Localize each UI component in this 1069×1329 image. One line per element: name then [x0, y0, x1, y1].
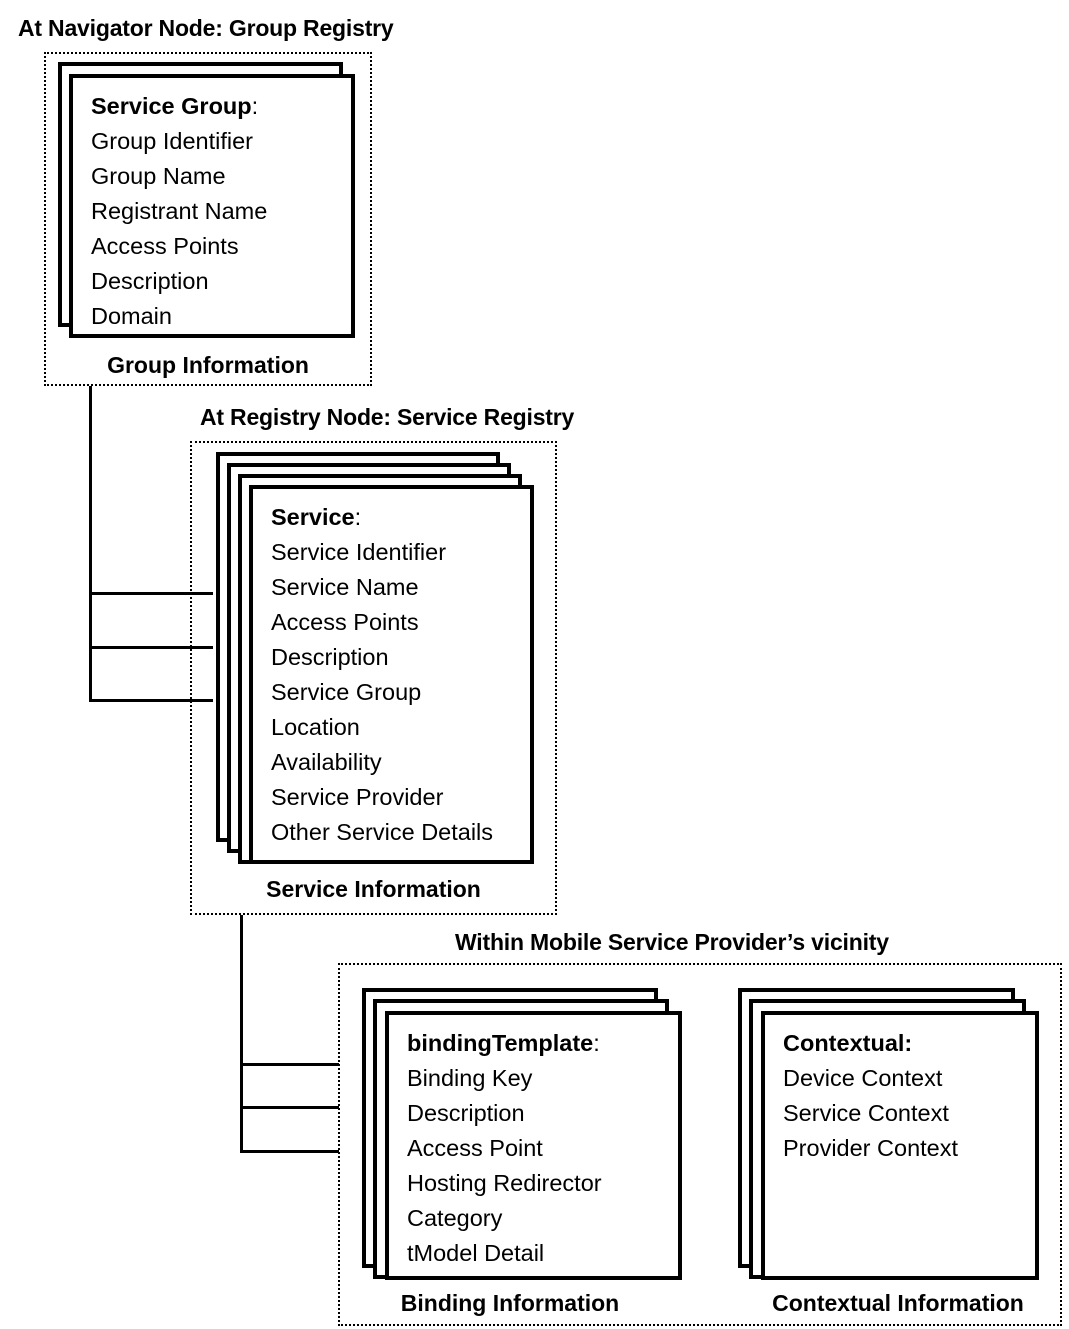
card-heading: Service:: [271, 500, 524, 535]
card-stack-contextual: Contextual: Device Context Service Conte…: [738, 988, 1058, 1280]
caption-service-information: Service Information: [266, 876, 481, 902]
card-heading: Service Group:: [91, 89, 345, 124]
card-field: Description: [271, 644, 389, 670]
card-field: Access Point: [407, 1135, 543, 1161]
connector-hline-group-service-2: [89, 646, 213, 649]
card-heading-colon: :: [593, 1030, 600, 1056]
card-front-binding-template[interactable]: bindingTemplate: Binding Key Description…: [385, 1011, 682, 1280]
caption-binding-information: Binding Information: [400, 1290, 620, 1316]
card-heading-text: Service Group: [91, 93, 252, 119]
card-front-service-group[interactable]: Service Group: Group Identifier Group Na…: [69, 74, 355, 338]
region-service-registry: [190, 441, 557, 915]
card-field: Description: [407, 1100, 525, 1126]
card-stack-binding-template: bindingTemplate: Binding Key Description…: [362, 988, 702, 1280]
card-field: Category: [407, 1205, 503, 1231]
card-field: Location: [271, 714, 360, 740]
card-field-list: Contextual: Device Context Service Conte…: [783, 1026, 1029, 1166]
card-heading-text: Service: [271, 504, 355, 530]
caption-group-information: Group Information: [107, 352, 309, 378]
card-field: Service Provider: [271, 784, 444, 810]
connector-hline-group-service-1: [89, 592, 213, 595]
card-field: Description: [91, 268, 209, 294]
card-field: Other Service Details: [271, 819, 494, 845]
region-mobile-provider: [338, 963, 1062, 1326]
section-title-navigator-node: At Navigator Node: Group Registry: [18, 15, 394, 41]
card-field: Availability: [271, 749, 382, 775]
card-field: Access Points: [91, 233, 239, 259]
card-heading-colon: :: [251, 93, 259, 119]
card-field: Provider Context: [783, 1135, 959, 1161]
card-heading-text: bindingTemplate: [407, 1030, 594, 1056]
card-field: Service Identifier: [271, 539, 447, 565]
section-title-registry-node: At Registry Node: Service Registry: [200, 404, 575, 430]
card-field: Registrant Name: [91, 198, 268, 224]
connector-hline-service-binding-3: [240, 1150, 339, 1153]
connector-vline-group-to-service: [89, 386, 92, 702]
card-field: Binding Key: [407, 1065, 533, 1091]
card-field: Group Name: [91, 163, 226, 189]
card-stack-service-group: Service Group: Group Identifier Group Na…: [58, 62, 358, 340]
connector-vline-service-to-binding: [240, 915, 243, 1153]
card-field-list: bindingTemplate: Binding Key Description…: [407, 1026, 672, 1271]
card-field: Access Points: [271, 609, 419, 635]
connector-hline-service-binding-2: [240, 1106, 339, 1109]
card-stack-service: Service: Service Identifier Service Name…: [216, 452, 546, 864]
card-field: Hosting Redirector: [407, 1170, 602, 1196]
card-field: Service Name: [271, 574, 419, 600]
region-group-registry: [44, 52, 372, 386]
card-field: tModel Detail: [407, 1240, 545, 1266]
connector-hline-service-binding-1: [240, 1063, 339, 1066]
card-field: Service Group: [271, 679, 422, 705]
card-heading: Contextual:: [783, 1026, 1029, 1061]
card-field: Service Context: [783, 1100, 949, 1126]
card-heading-text: Contextual:: [783, 1030, 913, 1056]
card-field-list: Service: Service Identifier Service Name…: [271, 500, 524, 850]
card-front-service[interactable]: Service: Service Identifier Service Name…: [249, 485, 534, 864]
card-field: Device Context: [783, 1065, 943, 1091]
connector-hline-group-service-3: [89, 699, 213, 702]
caption-contextual-information: Contextual Information: [772, 1290, 1024, 1316]
section-title-mobile-provider: Within Mobile Service Provider’s vicinit…: [455, 929, 889, 955]
card-field: Group Identifier: [91, 128, 253, 154]
card-heading: bindingTemplate:: [407, 1026, 672, 1061]
card-field-list: Service Group: Group Identifier Group Na…: [91, 89, 345, 334]
card-heading-colon: :: [354, 504, 362, 530]
card-field: Domain: [91, 303, 172, 329]
card-front-contextual[interactable]: Contextual: Device Context Service Conte…: [761, 1011, 1039, 1280]
